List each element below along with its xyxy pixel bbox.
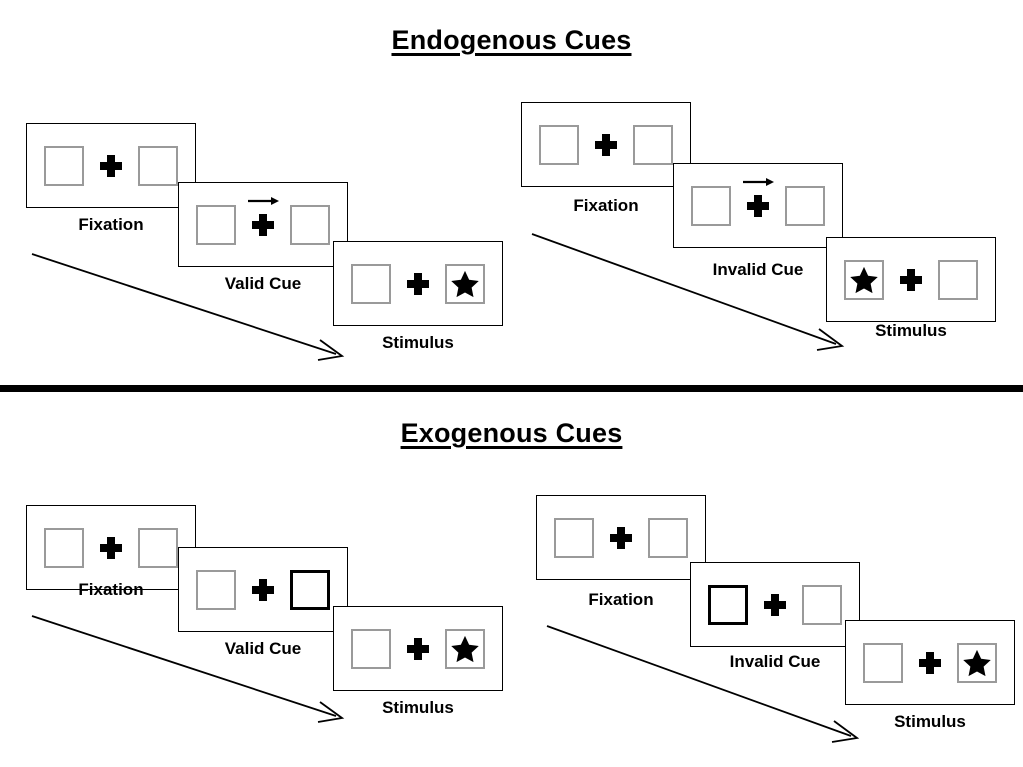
fixation-cross-icon xyxy=(100,154,122,177)
flow-arrow-exo-invalid xyxy=(546,625,860,743)
section-divider xyxy=(0,385,1023,392)
right-cued-box xyxy=(290,569,330,610)
right-placeholder-box xyxy=(785,185,825,226)
caption-endo-valid-stimulus: Stimulus xyxy=(382,333,454,352)
frame-endo-valid-fixation xyxy=(26,123,196,208)
frame-content xyxy=(196,569,330,610)
left-placeholder-box xyxy=(44,145,84,186)
fixation-cross-icon xyxy=(100,536,122,559)
star-icon xyxy=(963,649,991,676)
caption-exo-invalid-fixation: Fixation xyxy=(588,590,654,609)
star-icon xyxy=(850,266,878,293)
fixation-cross-icon xyxy=(900,268,922,291)
left-cued-box xyxy=(708,584,748,625)
right-placeholder-box xyxy=(290,204,330,245)
frame-endo-invalid-cue xyxy=(673,163,843,248)
cue-arrow-right-icon xyxy=(248,196,279,205)
frame-content xyxy=(351,263,485,304)
caption-endo-invalid-fixation: Fixation xyxy=(573,196,639,215)
right-placeholder-box xyxy=(938,259,978,300)
right-target-box xyxy=(445,263,485,304)
frame-exo-invalid-cue xyxy=(690,562,860,647)
frame-exo-valid-stimulus xyxy=(333,606,503,691)
left-target-box xyxy=(844,259,884,300)
right-placeholder-box xyxy=(633,124,673,165)
caption-exo-valid-fixation: Fixation xyxy=(78,580,144,599)
frame-content xyxy=(844,259,978,300)
right-target-box xyxy=(445,628,485,669)
caption-exo-invalid-cue: Invalid Cue xyxy=(729,652,821,671)
left-placeholder-box xyxy=(691,185,731,226)
fixation-cross-icon xyxy=(407,637,429,660)
fixation-cross-icon xyxy=(743,177,774,217)
frame-content xyxy=(863,642,997,683)
frame-content xyxy=(539,124,673,165)
fixation-cross-icon xyxy=(764,593,786,616)
frame-content xyxy=(691,177,825,226)
left-placeholder-box xyxy=(196,569,236,610)
right-target-box xyxy=(957,642,997,683)
frame-content xyxy=(44,145,178,186)
left-placeholder-box xyxy=(351,628,391,669)
right-placeholder-box xyxy=(648,517,688,558)
left-placeholder-box xyxy=(44,527,84,568)
frame-content xyxy=(196,196,330,245)
fixation-cross-icon xyxy=(919,651,941,674)
caption-endo-valid-fixation: Fixation xyxy=(78,215,144,234)
flow-arrow-endo-invalid xyxy=(531,233,845,351)
frame-endo-valid-stimulus xyxy=(333,241,503,326)
left-placeholder-box xyxy=(196,204,236,245)
right-placeholder-box xyxy=(138,527,178,568)
frame-exo-valid-cue xyxy=(178,547,348,632)
frame-content xyxy=(708,584,842,625)
frame-content xyxy=(554,517,688,558)
star-icon xyxy=(451,270,479,297)
frame-endo-invalid-stimulus xyxy=(826,237,996,322)
flow-arrow-endo-valid xyxy=(31,253,345,361)
frame-content xyxy=(44,527,178,568)
fixation-cross-icon xyxy=(610,526,632,549)
left-placeholder-box xyxy=(863,642,903,683)
caption-endo-valid-cue: Valid Cue xyxy=(224,274,302,293)
frame-exo-invalid-stimulus xyxy=(845,620,1015,705)
flow-arrow-exo-valid xyxy=(31,615,345,723)
fixation-cross-icon xyxy=(252,578,274,601)
fixation-cross-icon xyxy=(248,196,279,236)
caption-exo-invalid-stimulus: Stimulus xyxy=(894,712,966,731)
caption-endo-invalid-cue: Invalid Cue xyxy=(712,260,804,279)
cue-arrow-right-icon xyxy=(743,177,774,186)
caption-exo-valid-stimulus: Stimulus xyxy=(382,698,454,717)
right-placeholder-box xyxy=(802,584,842,625)
caption-endo-invalid-stimulus: Stimulus xyxy=(875,321,947,340)
section-title-endogenous: Endogenous Cues xyxy=(391,25,632,55)
caption-exo-valid-cue: Valid Cue xyxy=(224,639,302,658)
star-icon xyxy=(451,635,479,662)
frame-content xyxy=(351,628,485,669)
section-title-exogenous: Exogenous Cues xyxy=(400,418,623,448)
frame-endo-valid-cue xyxy=(178,182,348,267)
right-placeholder-box xyxy=(138,145,178,186)
fixation-cross-icon xyxy=(407,272,429,295)
frame-exo-invalid-fixation xyxy=(536,495,706,580)
frame-endo-invalid-fixation xyxy=(521,102,691,187)
fixation-cross-icon xyxy=(595,133,617,156)
left-placeholder-box xyxy=(554,517,594,558)
left-placeholder-box xyxy=(539,124,579,165)
left-placeholder-box xyxy=(351,263,391,304)
frame-exo-valid-fixation xyxy=(26,505,196,590)
